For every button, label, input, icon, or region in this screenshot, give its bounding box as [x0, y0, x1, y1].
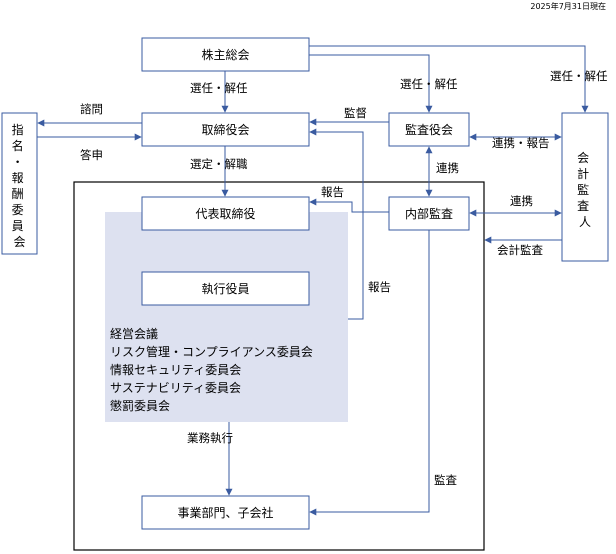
audit-board-box: 監査役会 [388, 112, 470, 147]
board-of-directors-label: 取締役会 [201, 122, 249, 137]
committee-item: サステナビリティ委員会 [110, 381, 241, 395]
internal-audit-box: 内部監査 [388, 196, 470, 231]
committee-item: 情報セキュリティ委員会 [110, 363, 241, 377]
label-reply: 答申 [80, 148, 103, 162]
label-consult: 諮問 [80, 102, 103, 116]
label-report-ceo: 報告 [321, 185, 344, 199]
label-select-dismiss: 選定・解職 [190, 157, 248, 171]
executive-officers-box: 執行役員 [141, 271, 310, 306]
arrow-internal-audit-to-ceo [309, 198, 389, 213]
label-elect-auditor: 選任・解任 [550, 69, 608, 83]
shareholders-meeting-box: 株主総会 [141, 37, 310, 72]
label-coop-horizontal: 連携 [510, 194, 533, 208]
arrow-management-report-to-board [309, 128, 364, 320]
nomination-committee-box: 指 名 ・ 報 酬 委 員 会 [1, 112, 38, 255]
board-of-directors-box: 取締役会 [141, 112, 310, 147]
nomination-committee-label: 指 名 ・ 報 酬 委 員 会 [12, 122, 28, 249]
business-units-box: 事業部門、子会社 [141, 495, 310, 530]
audit-board-label: 監査役会 [405, 122, 453, 137]
internal-audit-label: 内部監査 [405, 206, 453, 221]
management-area [105, 212, 348, 422]
executive-officers-label: 執行役員 [201, 281, 249, 296]
committee-item: 懲罰委員会 [110, 398, 170, 413]
label-coop-report: 連携・報告 [492, 136, 550, 150]
arrow-shareholders-to-auditor [309, 45, 589, 113]
committee-item: 経営会議 [110, 327, 158, 341]
ceo-label: 代表取締役 [195, 206, 255, 221]
accounting-auditor-box: 会 計 監 査 人 [561, 112, 609, 262]
arrow-shareholders-to-audit-board [309, 54, 433, 113]
label-report-board: 報告 [368, 280, 391, 294]
label-supervise: 監督 [344, 106, 367, 120]
ceo-box: 代表取締役 [141, 196, 310, 231]
label-elect-audit-board: 選任・解任 [400, 77, 458, 91]
business-units-label: 事業部門、子会社 [177, 505, 273, 520]
label-elect-board: 選任・解任 [190, 81, 248, 95]
label-accounting-audit: 会計監査 [497, 243, 543, 257]
committee-item: リスク管理・コンプライアンス委員会 [110, 344, 313, 359]
committee-list: 経営会議 リスク管理・コンプライアンス委員会 情報セキュリティ委員会 サステナビ… [110, 327, 317, 413]
label-coop-vertical: 連携 [436, 161, 459, 175]
execution-frame [73, 181, 485, 551]
date-note: 2025年7月31日現在 [530, 1, 606, 11]
arrow-internal-audit-to-business [309, 230, 430, 516]
label-execution: 業務執行 [187, 431, 233, 445]
shareholders-meeting-label: 株主総会 [201, 47, 249, 62]
label-audit: 監査 [434, 473, 457, 487]
accounting-auditor-label: 会 計 監 査 人 [577, 151, 593, 229]
